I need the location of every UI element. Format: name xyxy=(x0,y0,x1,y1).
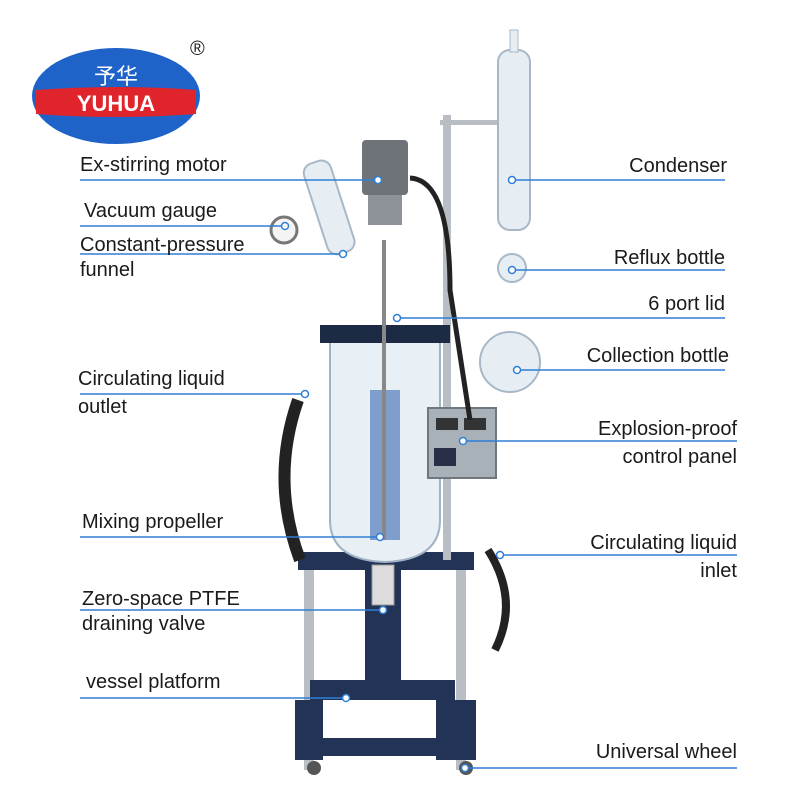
label-condenser: Condenser xyxy=(629,155,727,177)
label-panel-line2: control panel xyxy=(622,446,737,468)
inlet-hose xyxy=(484,547,510,652)
label-inlet-line2: inlet xyxy=(700,560,737,582)
label-vessel-platform: vessel platform xyxy=(86,671,221,693)
label-funnel-line2: funnel xyxy=(80,259,135,281)
label-collection-bottle: Collection bottle xyxy=(586,345,729,367)
draining-valve xyxy=(371,564,395,606)
label-reflux-bottle: Reflux bottle xyxy=(613,247,725,269)
motor-cable xyxy=(409,175,473,421)
universal-wheels xyxy=(307,761,473,775)
label-funnel-line1: Constant-pressure xyxy=(80,234,245,256)
label-panel-line1: Explosion-proof xyxy=(598,418,737,440)
clamp-arm xyxy=(440,120,515,125)
label-6-port-lid: 6 port lid xyxy=(648,293,725,315)
collection-bottle-glass xyxy=(479,331,541,393)
logo-band xyxy=(36,87,196,117)
label-ex-stirring-motor: Ex-stirring motor xyxy=(80,154,227,176)
label-outlet-line1: Circulating liquid xyxy=(78,368,225,390)
logo-brand: YUHUA xyxy=(77,91,155,116)
label-valve-line2: draining valve xyxy=(82,613,206,635)
yuhua-logo: 予华 YUHUA xyxy=(32,48,200,144)
outlet-hose xyxy=(278,398,306,563)
registered-mark: ® xyxy=(190,38,205,60)
label-valve-line1: Zero-space PTFE xyxy=(82,588,240,610)
leader-dots xyxy=(280,175,522,773)
condenser-glass xyxy=(497,29,531,231)
logo-chinese: 予华 xyxy=(94,65,138,90)
label-universal-wheel: Universal wheel xyxy=(595,741,737,763)
jacketed-vessel xyxy=(320,240,450,564)
label-mixing-propeller: Mixing propeller xyxy=(82,511,224,533)
leader-lines xyxy=(80,179,737,769)
funnel-glass xyxy=(302,159,356,256)
label-outlet-line2: outlet xyxy=(78,396,127,418)
stirring-motor xyxy=(362,140,408,225)
label-inlet-line1: Circulating liquid xyxy=(590,532,737,554)
label-vacuum-gauge: Vacuum gauge xyxy=(84,200,218,222)
